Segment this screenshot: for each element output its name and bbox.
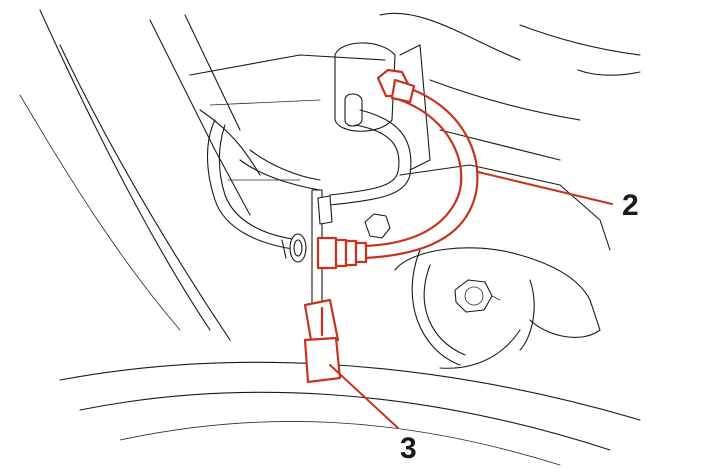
callout-3-leader: [329, 364, 399, 429]
tire-outline: [59, 361, 641, 466]
chassis-outline: [19, 9, 386, 341]
lower-control-arm: [394, 164, 611, 369]
rigid-brake-line: [206, 109, 412, 251]
upper-bracket: [334, 12, 641, 171]
bracket-nut: [364, 213, 391, 239]
retaining-clip: [303, 298, 342, 384]
callout-3-label: 3: [400, 432, 417, 465]
lower-arm-bolt: [454, 279, 501, 313]
callout-2-leader: [477, 171, 613, 205]
callout-2-label: 2: [622, 189, 639, 222]
flexible-brake-hose: [316, 68, 479, 270]
